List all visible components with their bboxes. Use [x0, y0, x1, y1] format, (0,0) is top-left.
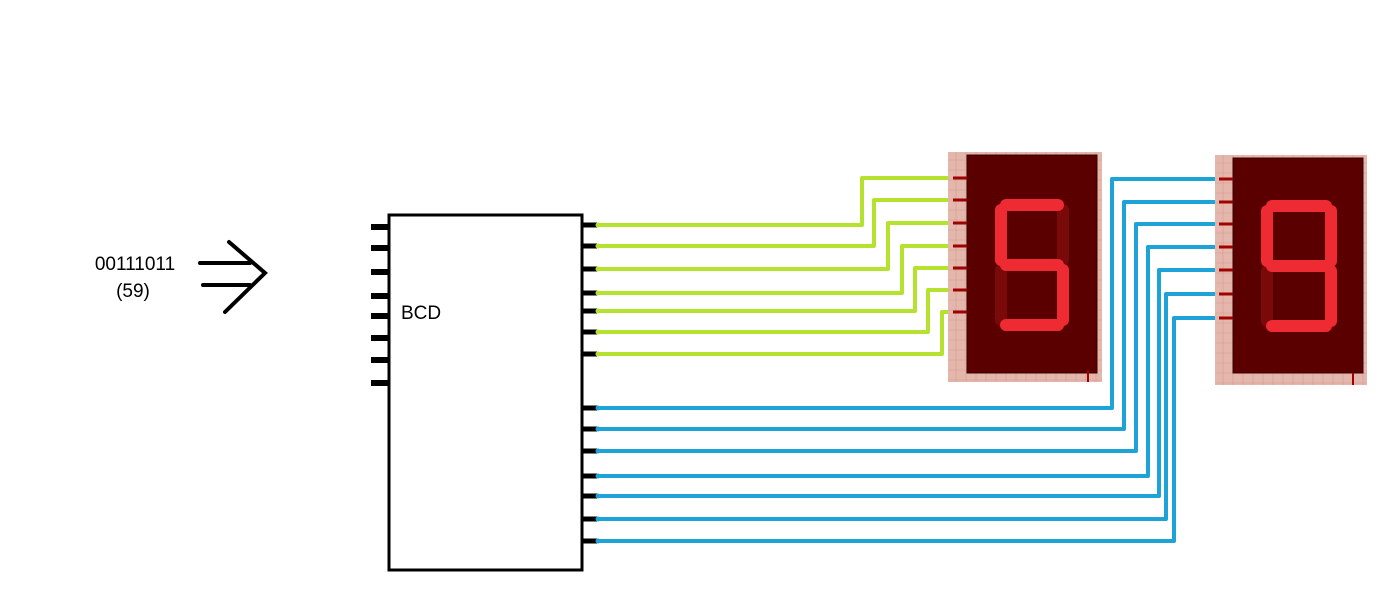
wire	[597, 292, 1220, 521]
wire	[597, 221, 954, 271]
wire-node	[595, 243, 601, 249]
bcd-block	[387, 213, 584, 572]
wire-node	[595, 448, 601, 454]
wire-node	[595, 266, 601, 272]
wire	[597, 266, 954, 313]
wire	[597, 245, 1220, 478]
wire	[597, 316, 1220, 543]
wire-group	[582, 176, 1220, 544]
wire-node	[595, 222, 601, 228]
wire	[597, 198, 954, 248]
seven-segment-display-units	[1215, 155, 1367, 385]
wire-node	[595, 405, 601, 411]
wire-node	[595, 538, 601, 544]
decimal-input-label: (59)	[116, 281, 150, 302]
wire	[597, 222, 1220, 453]
wire	[597, 176, 954, 227]
seven-segment-display-tens	[948, 152, 1102, 382]
wire-node	[595, 329, 601, 335]
binary-input-label: 00111011	[95, 254, 175, 275]
wire	[597, 177, 1220, 410]
implies-arrow-icon	[198, 240, 268, 314]
wire-node	[595, 290, 601, 296]
wire-node	[595, 426, 601, 432]
bcd-input-pins	[371, 224, 389, 386]
wire	[597, 268, 1220, 498]
bcd-block-label: BCD	[401, 303, 441, 324]
wire-node	[595, 516, 601, 522]
wire-node	[595, 308, 601, 314]
wire-node	[595, 351, 601, 357]
wire	[597, 244, 954, 295]
wire	[597, 200, 1220, 431]
wire-node	[595, 473, 601, 479]
wire-node	[595, 493, 601, 499]
wire	[597, 288, 954, 334]
